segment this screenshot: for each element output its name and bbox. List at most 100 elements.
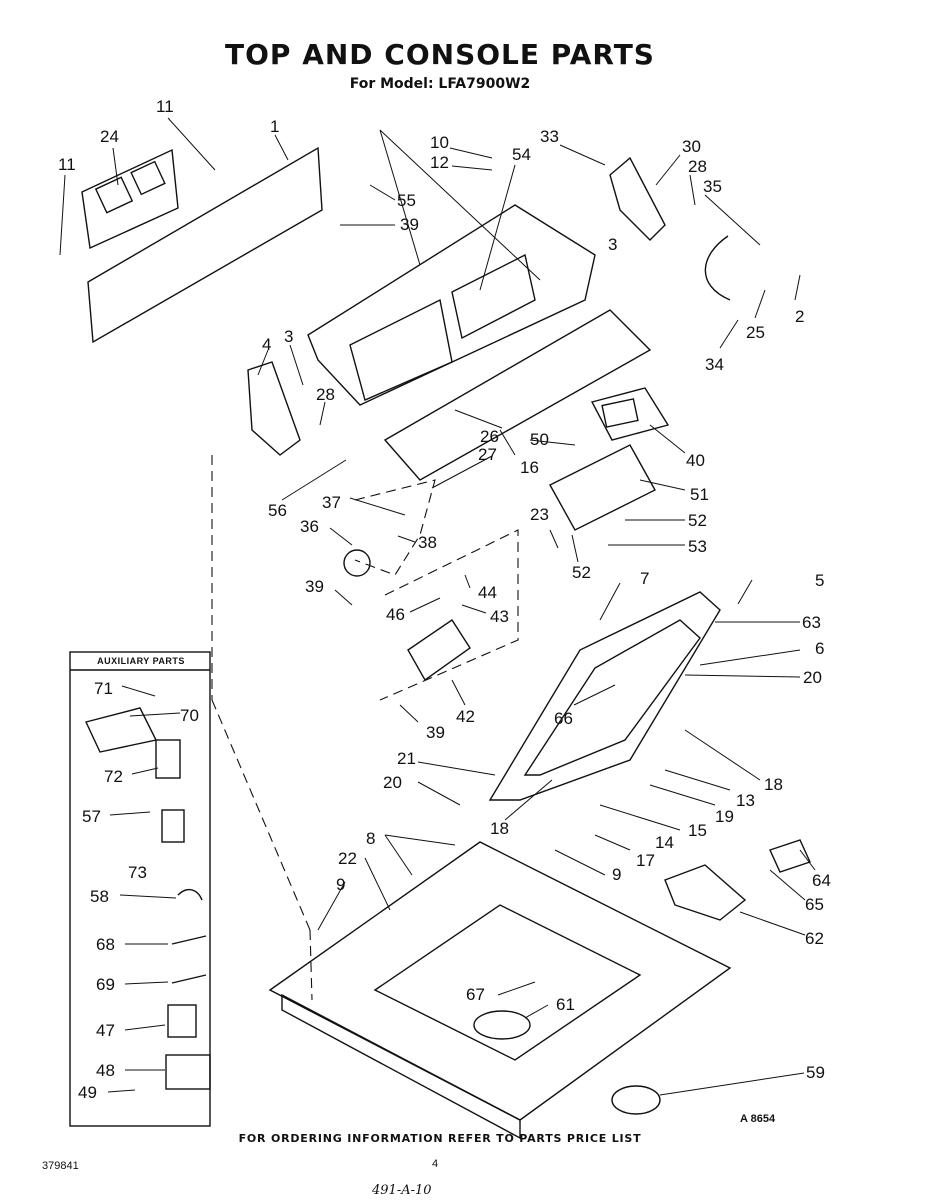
callout-7: 7 xyxy=(640,569,649,588)
end-cap-left xyxy=(247,361,301,456)
callout-35: 35 xyxy=(703,177,722,196)
page-number: 4 xyxy=(432,1158,439,1170)
callout-70: 70 xyxy=(180,706,199,725)
callout-68: 68 xyxy=(96,935,115,954)
callout-25: 25 xyxy=(746,323,765,342)
callout-9-left: 9 xyxy=(336,875,345,894)
callout-28-right: 28 xyxy=(688,157,707,176)
callout-9-right: 9 xyxy=(612,865,621,884)
callout-16: 16 xyxy=(520,458,539,477)
callout-71: 71 xyxy=(94,679,113,698)
callout-27: 27 xyxy=(478,445,497,464)
callout-13: 13 xyxy=(736,791,755,810)
callout-14: 14 xyxy=(655,833,674,852)
callout-39-mid: 39 xyxy=(305,577,324,596)
callout-30: 30 xyxy=(682,137,701,156)
callout-65: 65 xyxy=(805,895,824,914)
callout-6: 6 xyxy=(815,639,824,658)
callout-11-left: 11 xyxy=(58,155,76,174)
callout-12: 12 xyxy=(430,153,449,172)
callout-22: 22 xyxy=(338,849,357,868)
callout-3-left: 3 xyxy=(284,327,293,346)
callout-15: 15 xyxy=(688,821,707,840)
callout-10: 10 xyxy=(430,133,449,152)
callout-20-right: 20 xyxy=(803,668,822,687)
console-housing xyxy=(307,204,596,406)
bleach-dispenser xyxy=(611,1085,661,1115)
callout-20-left: 20 xyxy=(383,773,402,792)
callout-67: 67 xyxy=(466,985,485,1004)
callout-34: 34 xyxy=(705,355,724,374)
mounting-bracket xyxy=(664,864,747,921)
bracket-part xyxy=(81,148,179,250)
callout-61: 61 xyxy=(556,995,575,1014)
callout-73: 73 xyxy=(128,863,147,882)
aux-parts-box xyxy=(69,651,211,1127)
switch-assembly xyxy=(407,619,471,682)
timer-part xyxy=(590,387,670,441)
control-knob xyxy=(343,549,371,577)
callout-59: 59 xyxy=(806,1063,825,1082)
gasket-ring xyxy=(473,1010,531,1040)
ordering-note: FOR ORDERING INFORMATION REFER TO PARTS … xyxy=(238,1132,642,1145)
callout-63: 63 xyxy=(802,613,821,632)
control-panel-plate xyxy=(87,146,323,344)
model-subtitle: For Model: LFA7900W2 xyxy=(349,76,531,92)
callout-4: 4 xyxy=(262,335,271,354)
callout-52-right: 52 xyxy=(688,511,707,530)
callout-46: 46 xyxy=(386,605,405,624)
callout-18-right: 18 xyxy=(764,775,783,794)
callout-21: 21 xyxy=(397,749,416,768)
callout-58: 58 xyxy=(90,887,109,906)
callout-55: 55 xyxy=(397,191,416,210)
callout-37: 37 xyxy=(322,493,341,512)
callout-36: 36 xyxy=(300,517,319,536)
callout-18-left: 18 xyxy=(490,819,509,838)
callout-33: 33 xyxy=(540,127,559,146)
callout-28-left: 28 xyxy=(316,385,335,404)
callout-38: 38 xyxy=(418,533,437,552)
callout-72: 72 xyxy=(104,767,123,786)
callout-50: 50 xyxy=(530,430,549,449)
callout-54: 54 xyxy=(512,145,531,164)
callout-62: 62 xyxy=(805,929,824,948)
callout-3-right: 3 xyxy=(608,235,617,254)
callout-64: 64 xyxy=(812,871,831,890)
callout-66: 66 xyxy=(554,709,573,728)
callout-24: 24 xyxy=(100,127,119,146)
callout-52-left: 52 xyxy=(572,563,591,582)
end-cap-right xyxy=(609,156,666,241)
callout-2: 2 xyxy=(795,307,804,326)
callout-43: 43 xyxy=(490,607,509,626)
figure-code: A 8654 xyxy=(740,1113,776,1125)
callout-53: 53 xyxy=(688,537,707,556)
lid-switch xyxy=(769,839,811,873)
callout-17: 17 xyxy=(636,851,655,870)
console-trim xyxy=(383,309,652,481)
callout-19: 19 xyxy=(715,807,734,826)
callout-5: 5 xyxy=(815,571,824,590)
callout-26: 26 xyxy=(480,427,499,446)
wire-harness xyxy=(704,235,731,301)
aux-parts-title: AUXILIARY PARTS xyxy=(97,656,185,666)
callout-23: 23 xyxy=(530,505,549,524)
callout-39-top: 39 xyxy=(400,215,419,234)
callout-8: 8 xyxy=(366,829,375,848)
switch-board xyxy=(549,444,656,531)
callout-44: 44 xyxy=(478,583,497,602)
callout-69: 69 xyxy=(96,975,115,994)
lid-frame xyxy=(488,591,721,801)
handwritten-note: 491-A-10 xyxy=(372,1183,432,1198)
page-title: TOP AND CONSOLE PARTS xyxy=(225,38,655,71)
callout-40: 40 xyxy=(686,451,705,470)
callout-51: 51 xyxy=(690,485,709,504)
callout-56: 56 xyxy=(268,501,287,520)
callout-48: 48 xyxy=(96,1061,115,1080)
callout-57: 57 xyxy=(82,807,101,826)
document-number: 379841 xyxy=(42,1160,79,1172)
callout-49: 49 xyxy=(78,1083,97,1102)
callout-1: 1 xyxy=(270,117,279,136)
callout-11-top: 11 xyxy=(156,97,174,116)
callout-42: 42 xyxy=(456,707,475,726)
